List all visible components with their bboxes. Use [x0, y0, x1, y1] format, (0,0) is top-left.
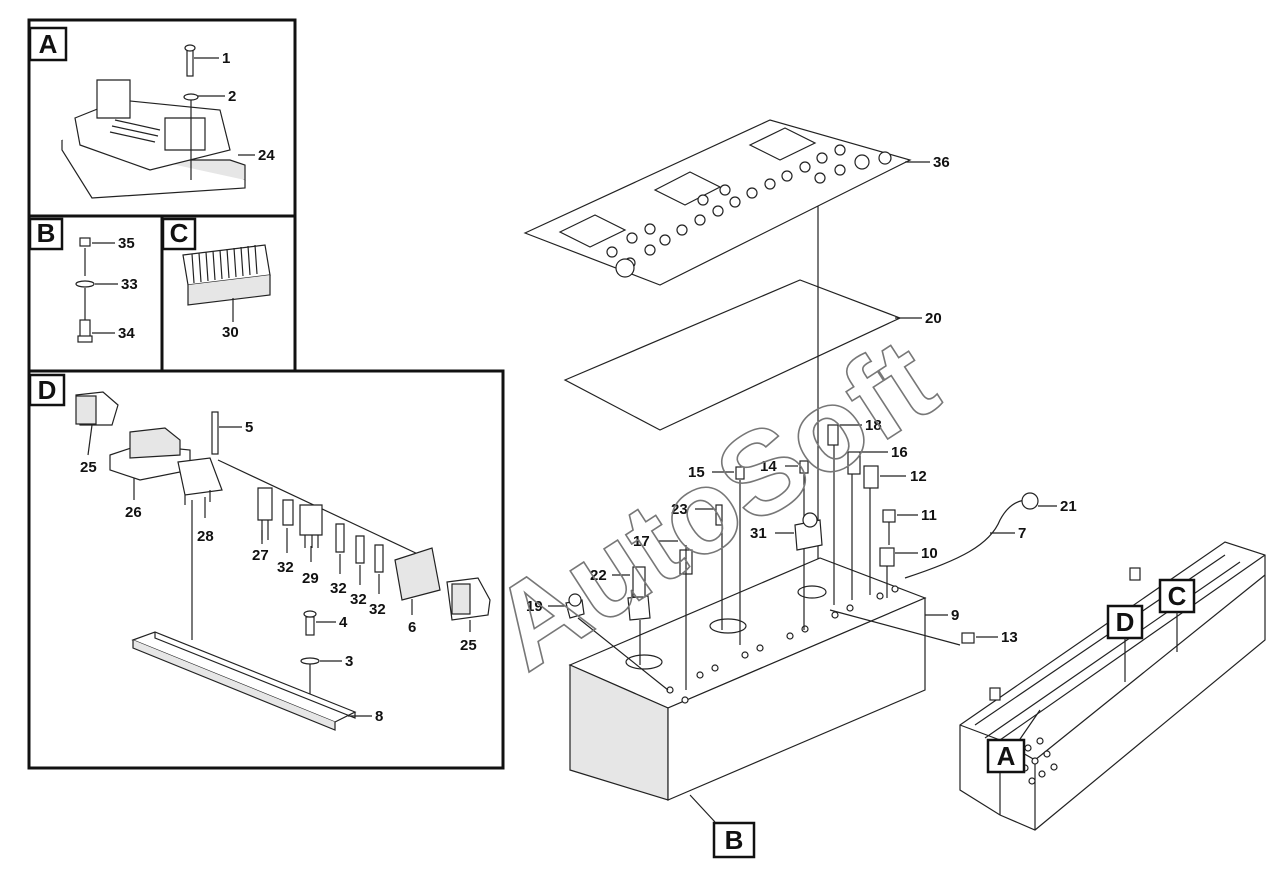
faceplate-overlay-drawing: [523, 119, 912, 600]
callout-18: 18: [865, 417, 882, 434]
panel-c-label: C: [161, 217, 197, 251]
callout-14: 14: [760, 458, 777, 475]
callout-11: 11: [921, 507, 937, 524]
callout-20: 20: [925, 310, 942, 327]
callout-32-a: 32: [277, 559, 294, 576]
marker-c: C: [1158, 578, 1196, 652]
callout-29: 29: [302, 570, 319, 587]
controller-module-drawing: [61, 44, 246, 199]
marker-a: A: [986, 709, 1041, 774]
callout-3: 3: [345, 653, 353, 670]
callout-2: 2: [228, 88, 236, 105]
callout-10: 10: [921, 545, 938, 562]
fastener-drawing: [75, 237, 95, 343]
wiring-duct-drawing: [182, 244, 271, 322]
callout-27: 27: [252, 547, 269, 564]
callout-26: 26: [125, 504, 142, 521]
callout-16: 16: [891, 444, 908, 461]
panel-d-frame: [27, 369, 505, 770]
callout-8: 8: [375, 708, 383, 725]
callout-34: 34: [118, 325, 135, 342]
marker-d: D: [1106, 604, 1144, 682]
callout-13: 13: [1001, 629, 1018, 646]
din-rail-assembly-drawing: [75, 391, 491, 731]
callout-31: 31: [750, 525, 767, 542]
callouts-panel-d: 5 25 26 28 27 32 29 32 32 32 6 25 4 3 8: [80, 419, 477, 725]
svg-text:C: C: [1168, 581, 1187, 611]
callout-25-right: 25: [460, 637, 477, 654]
callout-15: 15: [688, 464, 705, 481]
panel-a-label: A: [28, 26, 68, 62]
callouts-main: 36 20 18 16 14 15 12 23 11 31 21 17 7 10…: [526, 154, 1077, 646]
callout-21: 21: [1060, 498, 1077, 515]
callout-17: 17: [633, 533, 650, 550]
panel-b-label: B: [28, 217, 64, 251]
callout-12: 12: [910, 468, 927, 485]
callout-19: 19: [526, 598, 543, 615]
callout-25-left: 25: [80, 459, 97, 476]
svg-text:A: A: [39, 29, 58, 59]
callout-1: 1: [222, 50, 230, 67]
enclosure-drawing: [565, 424, 1039, 801]
svg-text:C: C: [170, 218, 189, 248]
callout-24: 24: [258, 147, 275, 164]
svg-text:B: B: [725, 825, 744, 855]
callout-36: 36: [933, 154, 950, 171]
callout-32-d: 32: [369, 601, 386, 618]
callout-5: 5: [245, 419, 253, 436]
callouts-panel-a: 1 2 24: [194, 50, 275, 164]
callout-23: 23: [671, 501, 688, 518]
callout-35: 35: [118, 235, 135, 252]
inset-frames: [27, 18, 505, 770]
callout-30: 30: [222, 324, 239, 341]
callout-33: 33: [121, 276, 138, 293]
callout-22: 22: [590, 567, 607, 584]
callout-32-c: 32: [350, 591, 367, 608]
callout-32-b: 32: [330, 580, 347, 597]
callout-28: 28: [197, 528, 214, 545]
svg-text:A: A: [997, 741, 1016, 771]
callout-9: 9: [951, 607, 959, 624]
callout-4: 4: [339, 614, 348, 631]
panel-d-label: D: [28, 373, 66, 407]
callout-7: 7: [1018, 525, 1026, 542]
svg-text:D: D: [1116, 607, 1135, 637]
svg-text:D: D: [38, 375, 57, 405]
marker-b: B: [689, 794, 756, 859]
callout-6: 6: [408, 619, 416, 636]
open-enclosure-drawing: [959, 541, 1266, 831]
svg-text:B: B: [37, 218, 56, 248]
callouts-panel-b: 35 33 34: [92, 235, 138, 342]
